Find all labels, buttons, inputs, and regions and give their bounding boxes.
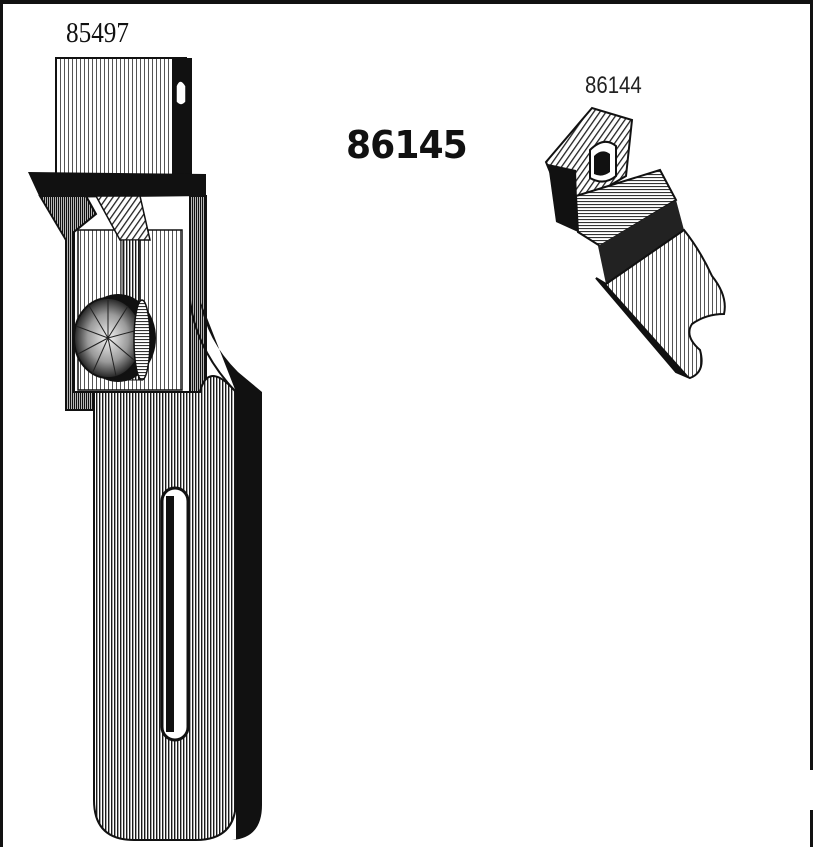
plate-slot-shadow [166,496,174,732]
frame-right-gap [810,770,813,810]
sleeve-top [55,57,187,177]
plate-shadow [200,300,262,840]
frame-left-border [0,0,3,847]
foot-sole [595,228,726,380]
foot-sole-edge [596,278,690,378]
plate-curve [189,299,237,393]
foot-86144-drawing [544,106,726,380]
sleeve-hole [175,80,187,106]
foot-step-face [598,200,684,284]
bracket-body [38,195,207,411]
part-number-85497: 85497 [66,18,129,49]
bracket-guide [94,195,151,241]
plate-slot [160,486,190,742]
foot-top-side [548,164,578,232]
frame-top-border [0,0,813,4]
knob-rays [75,300,139,377]
attachment-85497-drawing [28,57,262,841]
foot-slot-shadow [594,151,610,176]
sleeve-edge [172,58,192,176]
frame-right-border [810,0,813,847]
collar [28,172,206,198]
knob-knurl [133,299,151,381]
part-number-86144: 86144 [585,72,642,99]
part-number-86145: 86145 [346,123,468,167]
